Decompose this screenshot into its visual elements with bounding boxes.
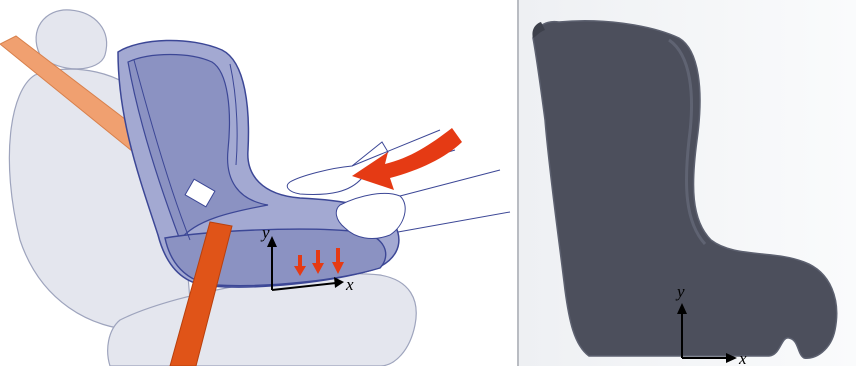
model-render-panel: y x <box>519 0 856 366</box>
right-y-axis-label: y <box>675 282 685 301</box>
left-x-axis-label: x <box>345 275 354 294</box>
right-x-axis-label: x <box>738 349 747 366</box>
left-y-axis-label: y <box>260 223 270 242</box>
seat-model-render: y x <box>519 0 856 366</box>
illustration-panel: y x <box>0 0 516 366</box>
arm-right <box>398 170 510 232</box>
car-seat-illustration: y x <box>0 0 516 366</box>
